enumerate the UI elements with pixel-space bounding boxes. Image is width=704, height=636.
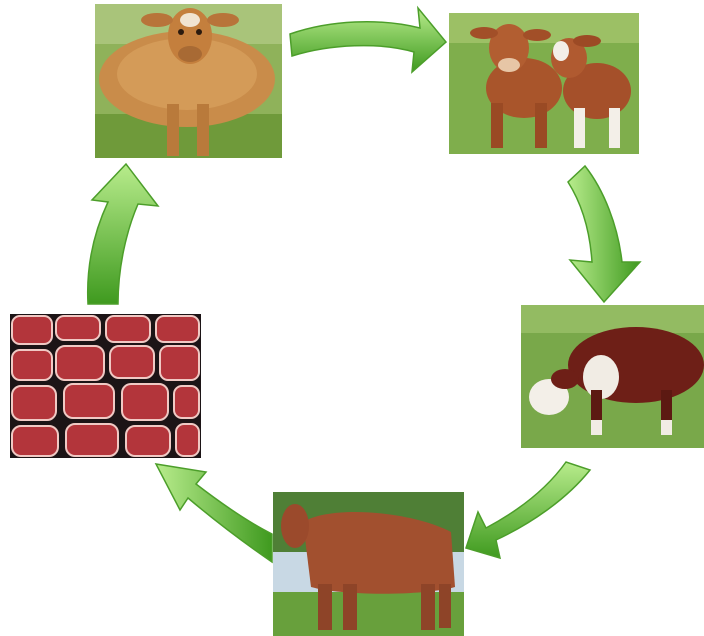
arrow-hereford-to-bull [466, 462, 590, 558]
arrow-cow-to-calves [290, 8, 446, 72]
arrow-calves-to-hereford [568, 166, 640, 302]
arrow-bull-to-beef [156, 464, 272, 562]
arrow-beef-to-cow [88, 164, 158, 304]
